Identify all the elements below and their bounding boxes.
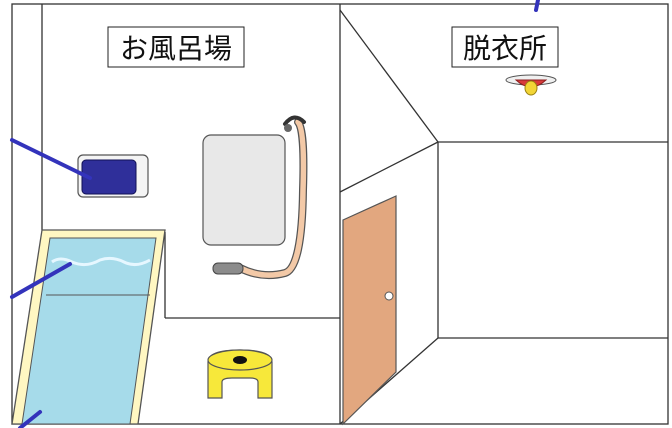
dressing-room-label-box [451, 26, 559, 68]
bathroom-label: お風呂場 [107, 26, 245, 68]
bathroom-label-text: お風呂場 [120, 32, 232, 65]
pointer-to-light [534, 0, 540, 12]
ceiling-light-icon [505, 74, 557, 96]
door-icon [342, 195, 397, 426]
pointer-to-water [10, 262, 72, 299]
water-heater-panel-icon [77, 154, 149, 198]
ceiling-diagonal [339, 9, 439, 143]
dressing-room-label-text: 脱衣所 [463, 32, 547, 65]
bathroom-label-box [107, 26, 245, 68]
pointer-to-tub-bottom [18, 410, 42, 428]
stool-icon [207, 349, 273, 399]
bathtub-icon [11, 229, 166, 425]
shower-icon [212, 115, 308, 280]
pointer-lines [10, 0, 540, 428]
side-wall-top [339, 141, 439, 193]
mirror-icon [202, 134, 286, 246]
pointer-to-heater [10, 138, 92, 180]
dressing-room-label: 脱衣所 [451, 26, 559, 68]
